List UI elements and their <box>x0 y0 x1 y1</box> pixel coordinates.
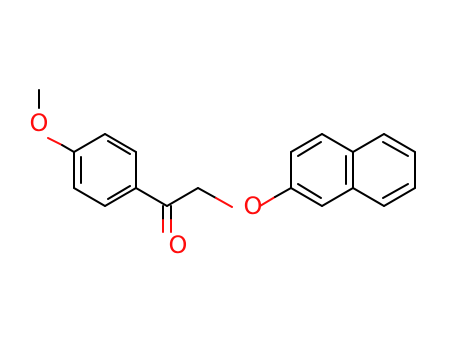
bond-carbonyl-ch2 <box>166 187 199 207</box>
atom-o-ether: O <box>244 192 263 220</box>
bond-ch2-ether-o <box>197 187 217 199</box>
bond-methoxy-o-ring <box>47 137 63 146</box>
atom-o-methoxy: O <box>30 109 49 137</box>
naphthyl-ring-right <box>352 133 416 207</box>
naphthyl-ring-left <box>290 133 354 207</box>
bond-ether-o-naphthyl-red <box>259 196 276 207</box>
atom-o-carbonyl: O <box>169 231 188 259</box>
bond-ring-carbonyl <box>135 187 168 207</box>
methoxyphenyl-ring <box>73 133 137 207</box>
bond-ch2-ether-o-red <box>215 197 233 208</box>
bond-ether-o-naphthyl <box>274 187 292 198</box>
bond-methoxy-o-ring-c <box>61 144 75 153</box>
